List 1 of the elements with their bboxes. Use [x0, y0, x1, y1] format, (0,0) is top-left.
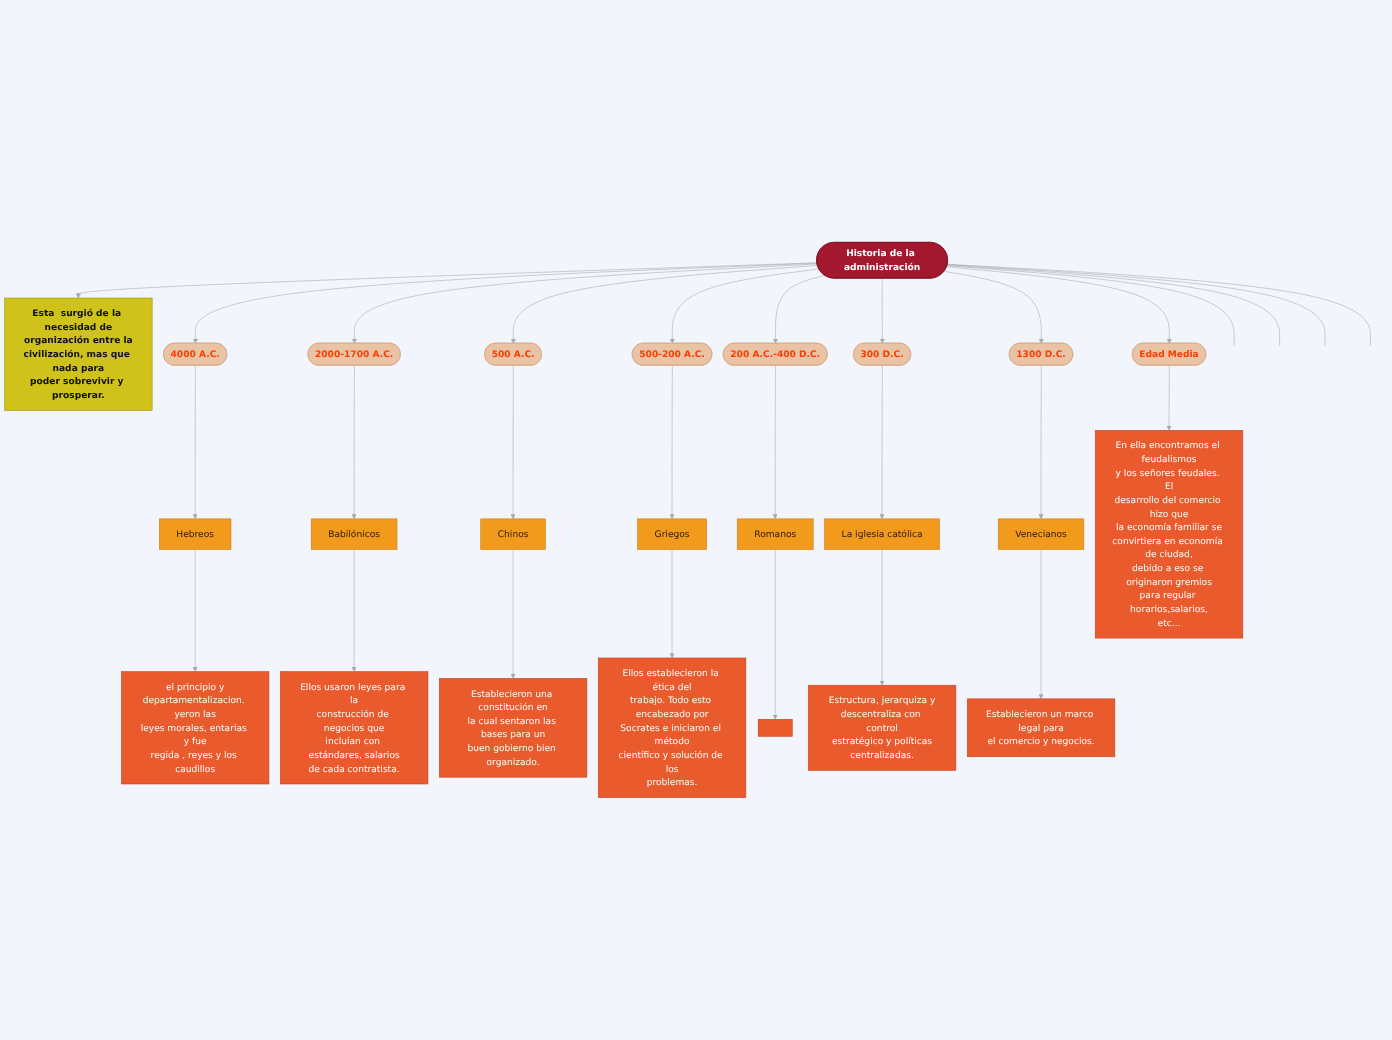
empty-box — [757, 719, 793, 737]
